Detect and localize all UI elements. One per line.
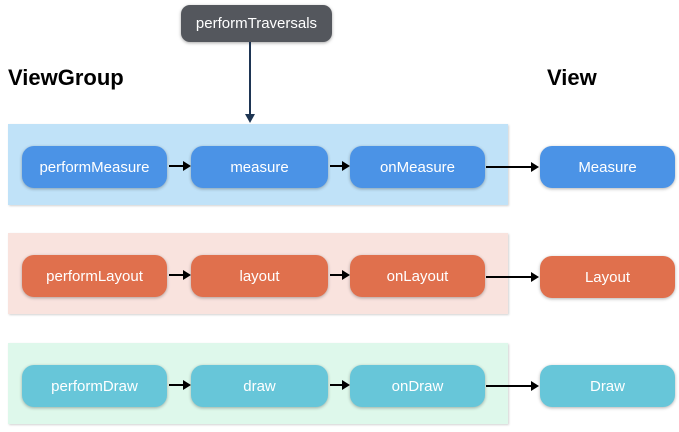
node-label: draw (243, 377, 276, 395)
entry-down-arrow-icon (245, 42, 255, 123)
arrow-onmeasure-to-view-measure-icon (486, 162, 539, 172)
arrow-draw-to-ondraw-icon (330, 380, 350, 390)
entry-node-performtraversals: performTraversals (181, 5, 332, 42)
node-label: layout (239, 267, 280, 285)
node-label: Layout (584, 268, 631, 286)
node-layout: layout (191, 255, 328, 297)
node-label: performLayout (46, 267, 143, 285)
node-label: onLayout (386, 267, 449, 285)
view-node-draw: Draw (540, 365, 675, 407)
node-label: Measure (578, 158, 637, 176)
node-label: performMeasure (39, 158, 150, 176)
layout-band: performLayout layout onLayout (8, 233, 508, 314)
view-node-measure: Measure (540, 146, 675, 188)
node-ondraw: onDraw (350, 365, 485, 407)
arrow-performlayout-to-layout-icon (169, 270, 191, 280)
arrow-ondraw-to-view-draw-icon (486, 381, 539, 391)
node-label: onDraw (391, 377, 444, 395)
arrow-performmeasure-to-measure-icon (169, 161, 191, 171)
viewgroup-column-header: ViewGroup (8, 65, 124, 90)
draw-band: performDraw draw onDraw (8, 343, 508, 424)
entry-node-label: performTraversals (195, 15, 318, 32)
node-label: onMeasure (379, 158, 456, 176)
node-draw: draw (191, 365, 328, 407)
node-performmeasure: performMeasure (22, 146, 167, 188)
node-onlayout: onLayout (350, 255, 485, 297)
arrow-measure-to-onmeasure-icon (330, 161, 350, 171)
arrow-performdraw-to-draw-icon (169, 380, 191, 390)
node-label: measure (230, 158, 289, 176)
view-column-header: View (547, 65, 597, 90)
node-onmeasure: onMeasure (350, 146, 485, 188)
node-performlayout: performLayout (22, 255, 167, 297)
node-label: Draw (589, 377, 625, 395)
measure-band: performMeasure measure onMeasure (8, 124, 508, 205)
arrow-onlayout-to-view-layout-icon (486, 272, 539, 282)
arrow-layout-to-onlayout-icon (330, 270, 350, 280)
view-node-layout: Layout (540, 256, 675, 298)
node-measure: measure (191, 146, 328, 188)
node-label: performDraw (51, 377, 138, 395)
node-performdraw: performDraw (22, 365, 167, 407)
